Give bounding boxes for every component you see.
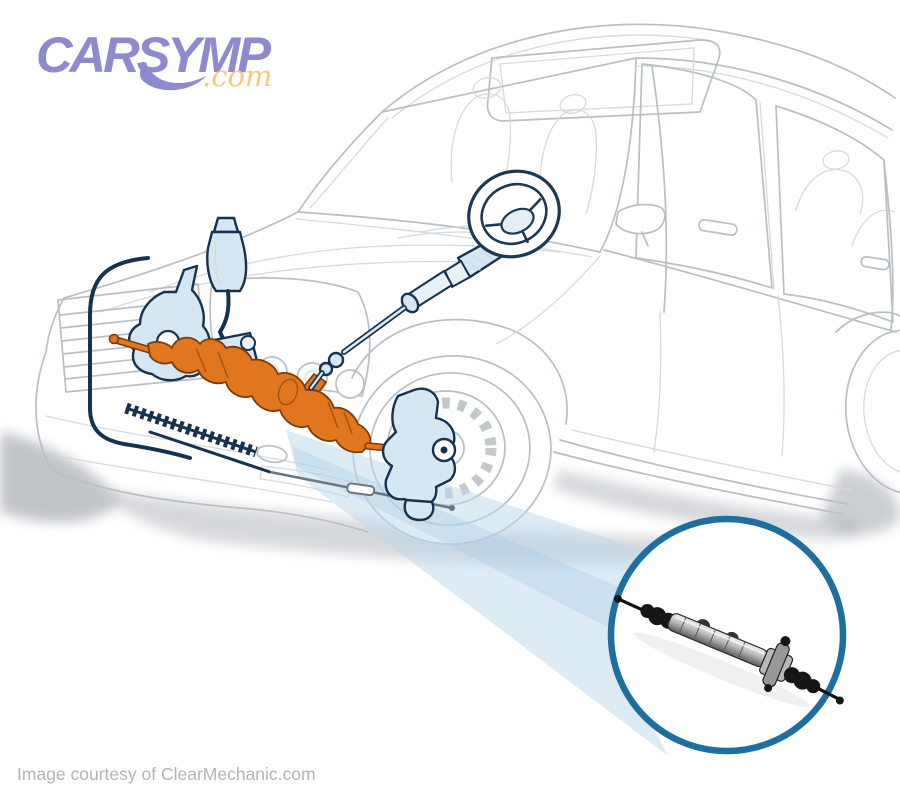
- roof-line: [381, 23, 896, 113]
- caption: Image courtesy of ClearMechanic.com: [17, 764, 316, 784]
- sunroof: [486, 39, 721, 122]
- door-handle: [698, 218, 738, 236]
- rocker-panel: [553, 429, 853, 515]
- logo-tld-text: .com: [202, 59, 272, 93]
- doors: [615, 65, 894, 457]
- side-windows: [635, 63, 894, 323]
- fender-crease: [495, 255, 601, 345]
- logo: CARSYMP .com: [36, 27, 275, 93]
- power-steering-reservoir: [206, 216, 248, 293]
- windshield: [297, 57, 637, 253]
- door-handle: [860, 255, 890, 271]
- u-joint: [327, 351, 345, 369]
- logo-swoosh: [139, 62, 206, 91]
- interior-seats: [450, 77, 895, 247]
- car-body: [35, 23, 900, 545]
- inset-rack-assembly: [613, 594, 844, 708]
- intermediate-shaft: [342, 306, 406, 354]
- zoom-callout: [607, 515, 847, 755]
- steering-wheel: [467, 169, 561, 259]
- steering-system: [88, 169, 561, 522]
- right-steering-knuckle: [381, 387, 457, 522]
- side-mirror: [615, 203, 666, 247]
- power-steering-hose: [88, 256, 192, 460]
- logo-brand-text: CARSYMP: [36, 27, 272, 83]
- rear-wheel: [835, 311, 900, 495]
- left-tie-rod: [113, 337, 153, 353]
- fog-light: [256, 444, 288, 464]
